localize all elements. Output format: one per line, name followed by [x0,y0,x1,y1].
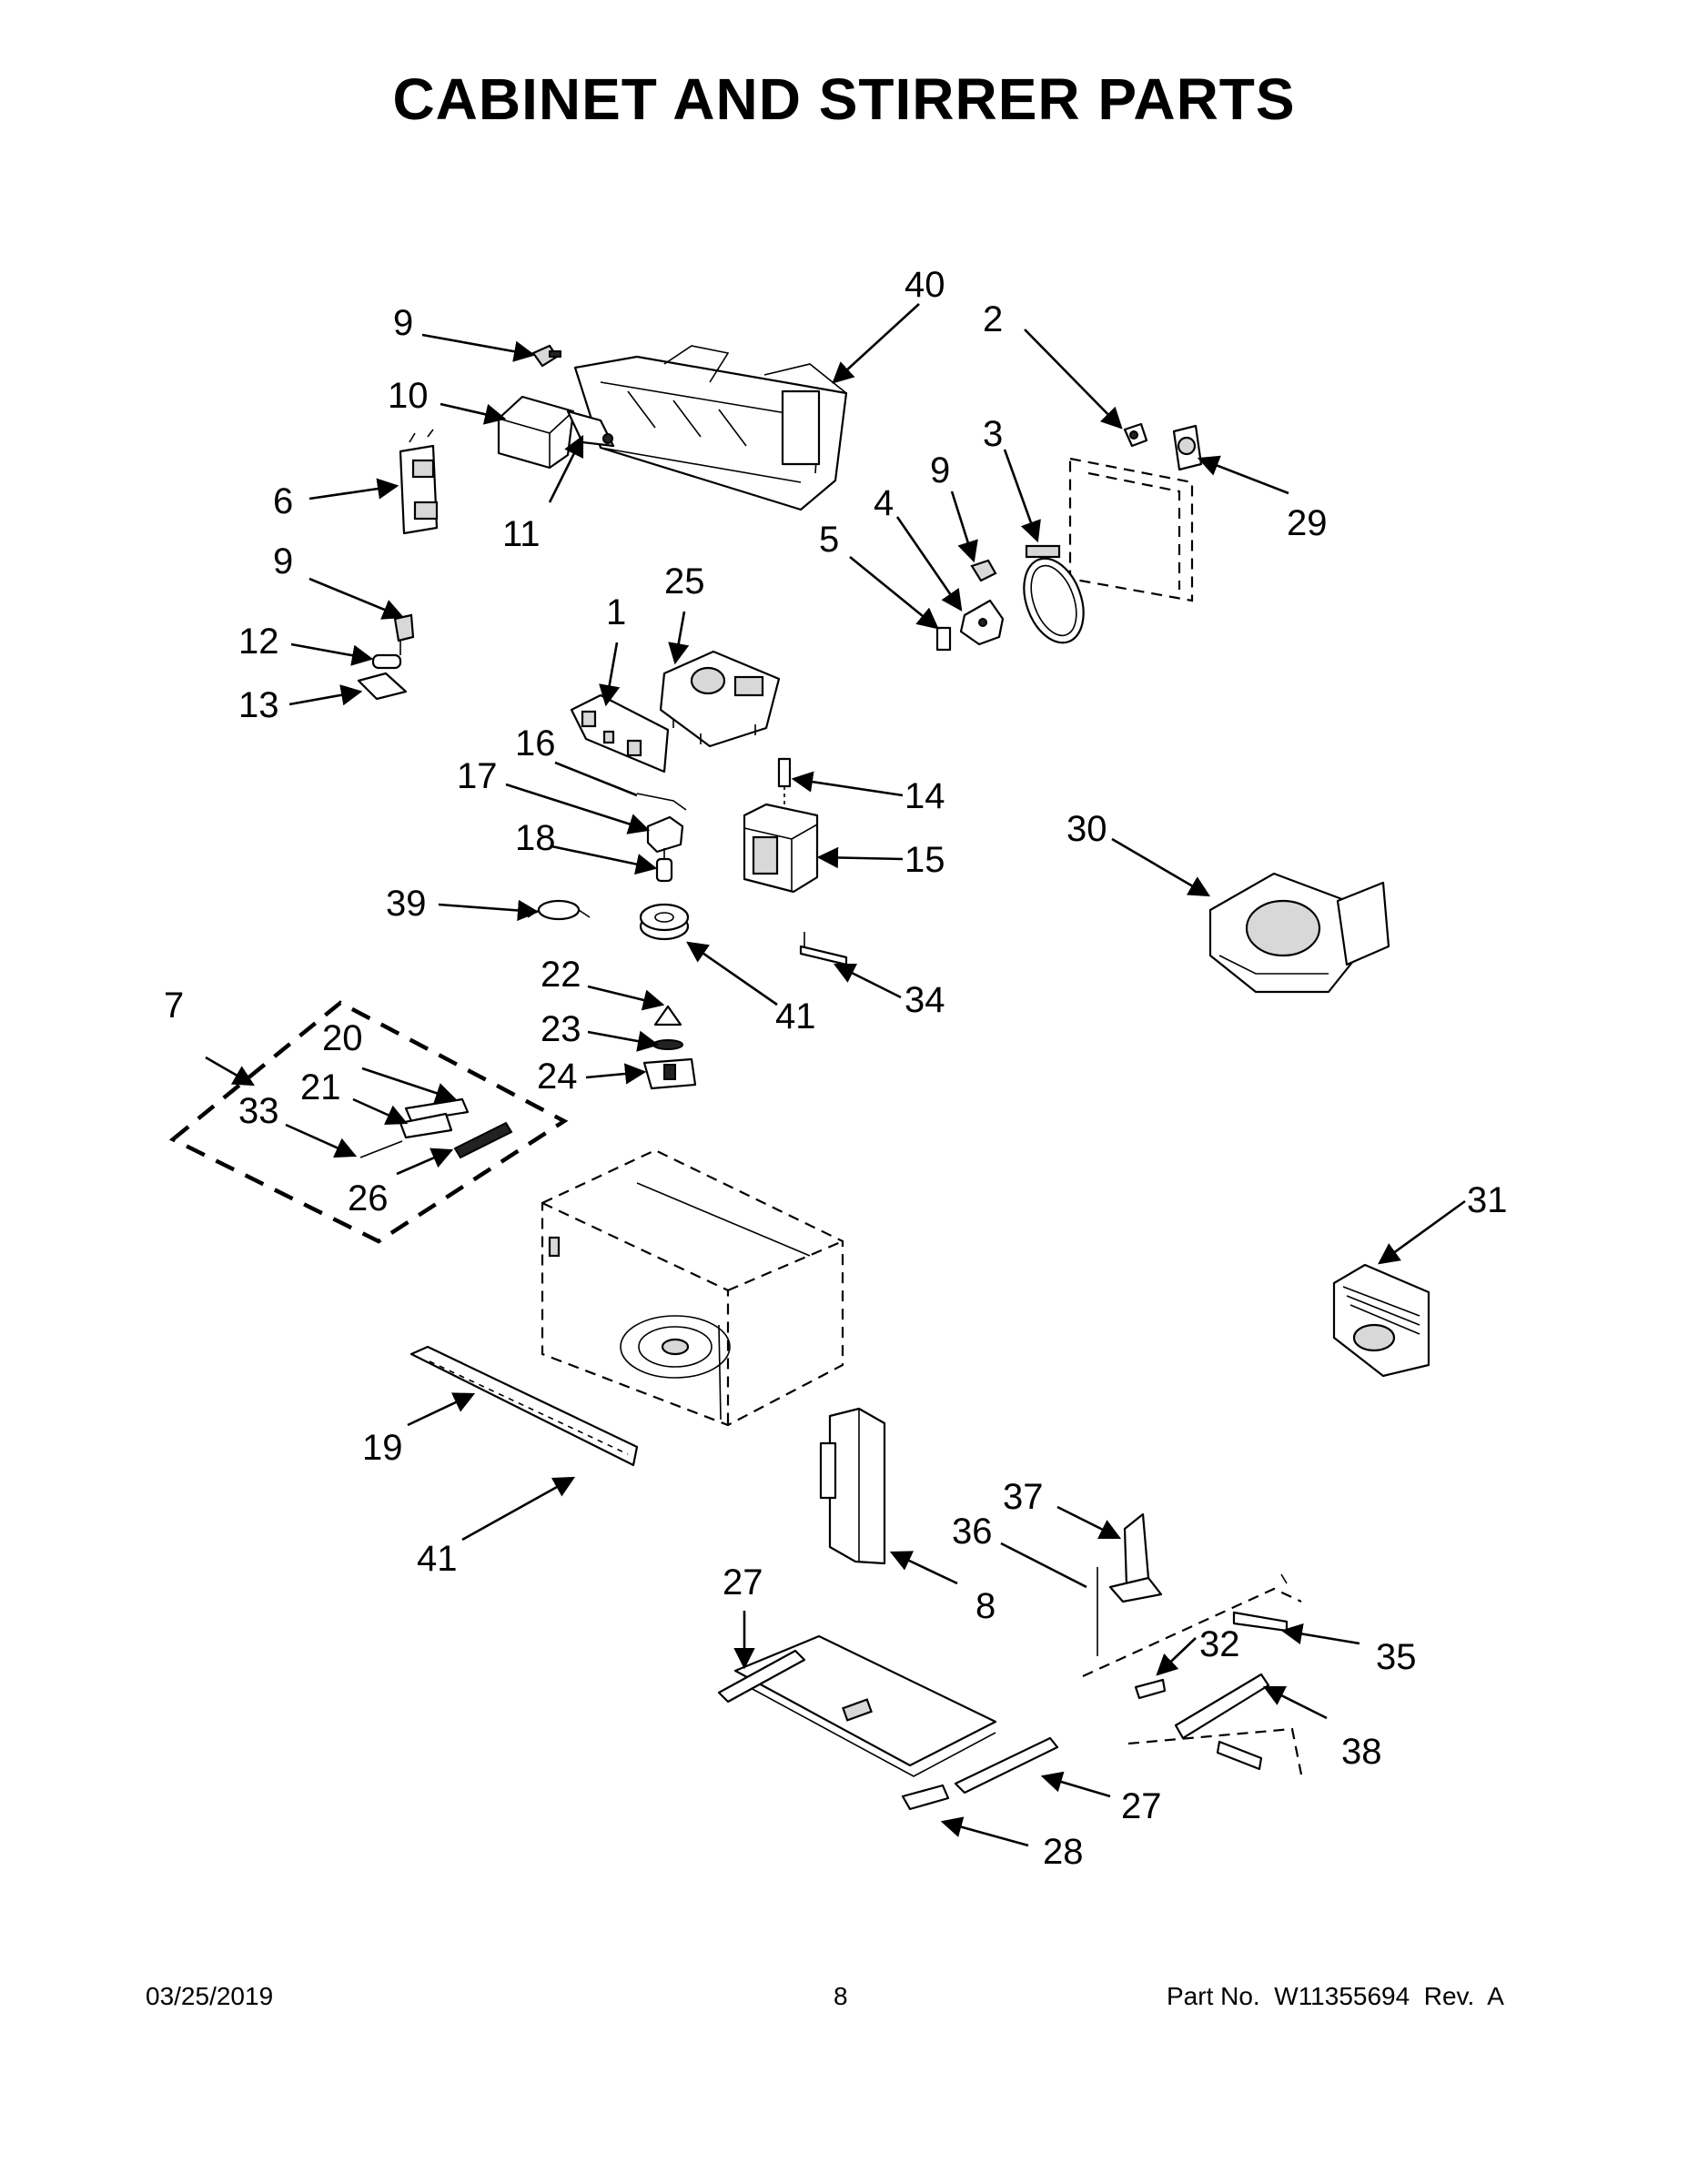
callout-37: 37 [1003,1477,1044,1517]
part-14-terminal [777,757,792,812]
callout-16: 16 [515,723,556,763]
part-31-inverter [1332,1263,1430,1378]
footer-page-number: 8 [834,1982,848,2010]
part-34-probe [799,932,848,966]
part-37-bracket [1108,1512,1163,1603]
part-9-screw-top [531,344,561,368]
part-6-switch-bracket [399,429,439,535]
part-35-linkage-group [1082,1573,1303,1775]
callout-26: 26 [348,1178,389,1218]
part-tray-bottom [733,1634,997,1777]
callout-34: 34 [905,980,945,1020]
callout-28: 28 [1043,1832,1084,1872]
part-19-rail [409,1345,639,1467]
callout-1: 1 [606,592,626,632]
part-2-sensor [1123,422,1148,448]
part-3-stirrer-ring [1023,544,1085,644]
part-22-stirrer-cap [653,1005,682,1026]
callout-numbers: 40 9 10 11 6 2 3 29 9 4 5 9 12 13 1 25 1… [164,265,1508,1872]
callout-3: 3 [983,414,1003,454]
callout-10: 10 [388,376,429,416]
callout-27-left: 27 [723,1562,763,1603]
callout-38: 38 [1341,1732,1382,1772]
part-8-handle-panel [819,1407,886,1565]
part-25-power-board [659,650,781,748]
page-title: CABINET AND STIRRER PARTS [392,66,1296,132]
part-38-lever [1174,1673,1270,1771]
part-41-round-spacer [639,903,690,941]
callout-5: 5 [819,520,839,560]
callout-19: 19 [362,1428,403,1468]
cavity-assembly [541,1148,844,1427]
part-40-vent-bracket [573,345,848,511]
callout-12: 12 [238,622,279,662]
part-16-wire [636,793,687,811]
part-4-stirrer-blade [959,599,1005,646]
part-7-kit-outline [168,1000,569,1244]
callout-20: 20 [322,1018,363,1058]
part-33-rod [359,1140,403,1158]
callout-9: 9 [393,303,413,343]
callout-9-stirrer: 9 [930,450,950,490]
callout-41-rail: 41 [417,1539,458,1579]
part-12-fuse [371,653,402,670]
part-27-rail-right [954,1736,1059,1795]
part-1-control-board [570,693,670,774]
part-10-block [497,395,575,470]
callout-7: 7 [164,986,184,1026]
callout-35: 35 [1376,1637,1417,1677]
callout-18: 18 [515,818,556,858]
part-11-fuse-holder [566,410,615,448]
callout-40: 40 [905,265,945,305]
footer-part-number: Part No. W11355694 Rev. A [1167,1982,1504,2010]
part-39-thermal-cutoff [527,899,591,921]
callout-30: 30 [1066,809,1107,849]
callout-11: 11 [502,514,541,554]
callout-32: 32 [1199,1624,1240,1664]
callout-15: 15 [905,840,945,880]
callout-27-right: 27 [1121,1786,1162,1826]
callout-14: 14 [905,776,945,816]
part-29-latch [1172,424,1203,471]
callout-23: 23 [541,1009,581,1049]
part-21-holder [399,1112,453,1139]
part-26-heating-coil [453,1121,513,1159]
leader-lines [205,303,1466,1847]
part-27-rail-left [717,1649,806,1704]
callout-9-left: 9 [273,541,293,581]
callout-33: 33 [238,1091,279,1131]
part-9-screw-mid [970,559,997,582]
part-9-screw-left [393,613,415,655]
callout-41-spacer: 41 [775,996,816,1036]
part-13-fuse-bracket [357,672,408,701]
callout-25: 25 [664,561,705,602]
footer-date: 03/25/2019 [146,1982,274,2010]
callout-21: 21 [300,1067,341,1107]
part-32-pin [1134,1678,1167,1700]
callout-31: 31 [1467,1180,1508,1220]
part-15-transformer [743,803,819,894]
callout-2: 2 [983,299,1003,339]
callout-36: 36 [952,1512,993,1552]
callout-17: 17 [457,756,498,796]
dashed-panel-back [1068,457,1194,602]
part-24-bracket [642,1057,697,1090]
part-28-clip [901,1784,950,1811]
part-18-plug [655,848,673,883]
part-23-washer [652,1039,683,1050]
callout-29: 29 [1287,503,1328,543]
callout-24: 24 [537,1057,578,1097]
part-5-clip [935,626,952,652]
part-30-fan-motor [1208,872,1390,994]
callout-6: 6 [273,481,293,521]
callout-22: 22 [541,955,581,995]
callout-39: 39 [386,884,427,924]
callout-4: 4 [874,483,894,523]
callout-13: 13 [238,685,279,725]
part-17-switch [646,815,684,854]
callout-8: 8 [975,1586,996,1626]
